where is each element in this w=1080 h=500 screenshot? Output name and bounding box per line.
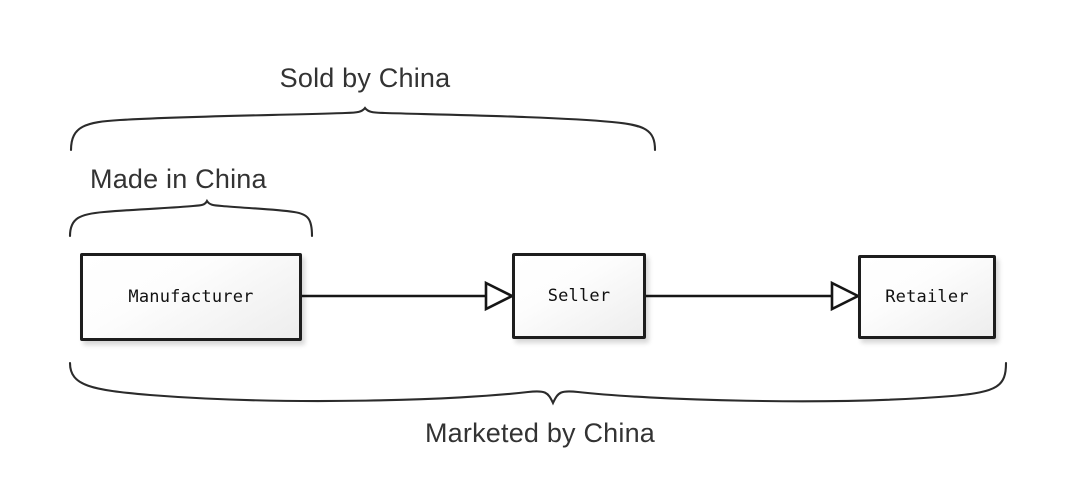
arrow-seller-to-retailer	[645, 280, 861, 312]
node-seller-label: Seller	[547, 286, 611, 306]
brace-label-marketed-by-china: Marketed by China	[424, 418, 656, 448]
node-manufacturer-label: Manufacturer	[128, 287, 254, 307]
brace-sold-by-china	[69, 106, 657, 152]
brace-made-in-china	[68, 198, 314, 238]
brace-marketed-by-china	[68, 361, 1008, 406]
brace-label-sold-by-china: Sold by China	[279, 63, 451, 93]
node-retailer[interactable]: Retailer	[858, 255, 996, 339]
brace-label-made-in-china: Made in China	[90, 164, 267, 194]
node-seller[interactable]: Seller	[512, 253, 646, 339]
node-manufacturer[interactable]: Manufacturer	[80, 253, 302, 341]
arrow-manufacturer-to-seller	[301, 280, 515, 312]
node-retailer-label: Retailer	[885, 287, 969, 307]
